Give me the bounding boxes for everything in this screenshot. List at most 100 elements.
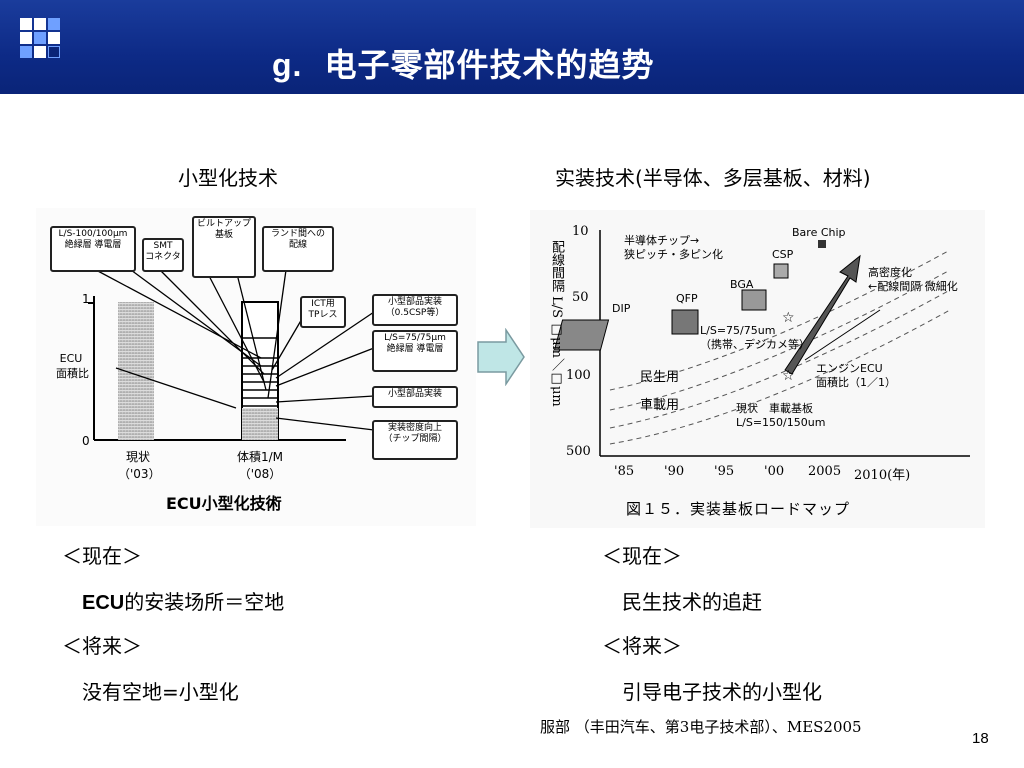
- page-number: 18: [972, 730, 989, 747]
- ict-box: ICT用 TPレス: [300, 296, 346, 328]
- left-now-heading: ＜现在＞: [62, 544, 142, 568]
- bare-chip-label: Bare Chip: [792, 226, 846, 239]
- x-label-future: 体積1/M （'08）: [224, 448, 296, 482]
- engine-ecu-line2: 面積比（1／1）: [816, 376, 896, 389]
- ls-75-box: L/S=75/75μm 絶緑層 導電層: [372, 330, 458, 372]
- left-future-text: 没有空地=小型化: [82, 680, 239, 704]
- svg-text:☆: ☆: [782, 368, 795, 384]
- ecu-bold-text: ECU: [82, 592, 125, 614]
- left-figure-caption: ECU小型化技術: [166, 494, 282, 513]
- semiconductor-chip-note: 半導体チップ→ 狭ピッチ・多ピン化: [624, 234, 723, 262]
- ecu-miniaturization-figure: L/S-100/100μm 絶緑層 導電層 SMT コネクタ ビルトアップ 基板…: [36, 208, 476, 526]
- roadmap-x-tick-85: '85: [614, 464, 635, 479]
- engine-ecu-note: エンジンECU 面積比（1／1）: [816, 362, 896, 390]
- slide-title-text: 电子零部件技术的趋势: [324, 46, 655, 84]
- high-density-line1: 高密度化: [868, 266, 912, 279]
- ict-label: ICT用: [311, 299, 335, 309]
- y-axis-label-line1: ECU: [59, 352, 83, 365]
- left-now-text: ECU的安装场所＝空地: [82, 586, 284, 615]
- land-label: ランド間への: [270, 229, 325, 239]
- small-parts-label: 小型部品実装: [387, 389, 442, 399]
- ecu-chart-graphics: [88, 269, 375, 441]
- right-now-text: 民生技术的追赶: [622, 590, 762, 614]
- buildup-label: ビルトアップ: [196, 219, 251, 229]
- left-column-title: 小型化技术: [178, 166, 278, 190]
- svg-text:☆: ☆: [782, 310, 795, 326]
- roadmap-y-tick-500: 500: [566, 444, 591, 459]
- x-label-now-line2: （'03）: [118, 467, 161, 481]
- source-citation: 服部 （丰田汽车、第3电子技术部）、MES2005: [540, 716, 862, 737]
- ls-75-note-line1: L/S=75/75um: [700, 324, 776, 337]
- x-label-now-line1: 現状: [125, 450, 150, 464]
- density-box: 実装密度向上 （チップ間隔）: [372, 420, 458, 460]
- semi-chip-line2: 狭ピッチ・多ピン化: [624, 248, 723, 261]
- roadmap-x-tick-00: '00: [764, 464, 785, 479]
- roadmap-y-tick-50: 50: [572, 290, 589, 305]
- roadmap-figure: ☆ ☆ 配線間隔 L/S □μm／□μm 10 50 100 500 '85 '…: [530, 210, 985, 528]
- land-wiring-box: ランド間への 配線: [262, 226, 334, 272]
- ls-100-layers-label: 絶緑層 導電層: [64, 240, 122, 250]
- smt-label: SMT: [153, 241, 173, 251]
- ls-100-label: L/S-100/100μm: [58, 229, 128, 239]
- roadmap-y-tick-10: 10: [572, 224, 589, 239]
- automotive-label: 車載用: [640, 398, 680, 413]
- ls-75-label: L/S=75/75μm: [384, 333, 446, 343]
- roadmap-x-tick-90: '90: [664, 464, 685, 479]
- roadmap-y-axis-label: 配線間隔 L/S □μm／□μm: [549, 240, 564, 407]
- smt-connector-box: SMT コネクタ: [142, 238, 184, 272]
- engine-ecu-line1: エンジンECU: [816, 362, 883, 375]
- bga-label: BGA: [730, 278, 754, 291]
- small-parts-box: 小型部品実装: [372, 386, 458, 408]
- roadmap-x-tick-95: '95: [714, 464, 735, 479]
- chip-gap-label: （チップ間隔）: [383, 434, 447, 444]
- ls-75-layers-label: 絶緑層 導電層: [386, 344, 444, 354]
- csp-label: （0.5CSP等）: [385, 308, 445, 318]
- buildup-board-box: ビルトアップ 基板: [192, 216, 256, 278]
- right-future-text: 引导电子技术的小型化: [622, 680, 822, 704]
- high-density-note: 高密度化 ←配線間隔 微細化: [868, 266, 958, 294]
- slide-title: g. 电子零部件技术的趋势: [272, 40, 654, 86]
- wiring-label: 配線: [288, 240, 307, 250]
- roadmap-x-tick-2010: 2010(年): [854, 468, 911, 483]
- y-axis-label: ECU 面積比: [56, 352, 89, 381]
- ls-75-note-line2: （携帯、デジカメ等）: [700, 338, 810, 351]
- tp-label: TPレス: [308, 310, 338, 320]
- source-affiliation: （丰田汽车、第3电子技术部）、MES2005: [574, 718, 862, 736]
- roadmap-chart-graphics: ☆ ☆: [553, 230, 970, 457]
- left-now-text-rest: 的安装场所＝空地: [124, 590, 285, 614]
- qfp-label: QFP: [676, 292, 698, 305]
- right-now-heading: ＜现在＞: [602, 544, 682, 568]
- x-label-future-line2: （'08）: [238, 467, 282, 481]
- roadmap-x-tick-2005: 2005: [808, 464, 842, 479]
- right-future-heading: ＜将来＞: [602, 634, 682, 658]
- current-board-line1: 現状 車載基板: [736, 402, 813, 415]
- x-label-future-line1: 体積1/M: [236, 450, 284, 464]
- dip-label: DIP: [612, 302, 631, 315]
- y-tick-top: 1: [82, 292, 90, 306]
- title-bar: g. 电子零部件技术的趋势: [0, 0, 1024, 94]
- left-future-heading: ＜将来＞: [62, 634, 142, 658]
- slide-title-letter: g.: [272, 47, 303, 83]
- y-tick-bottom: 0: [82, 434, 90, 448]
- roadmap-caption: 図１５．実装基板ロードマップ: [626, 500, 851, 518]
- ls-75-note: L/S=75/75um （携帯、デジカメ等）: [700, 324, 810, 352]
- logo-squares-icon: [20, 18, 76, 74]
- current-board-note: 現状 車載基板 L/S=150/150um: [736, 402, 825, 430]
- high-density-line2: ←配線間隔 微細化: [868, 280, 958, 293]
- small-parts-csp-box: 小型部品実装 （0.5CSP等）: [372, 294, 458, 326]
- density-label: 実装密度向上: [387, 423, 442, 433]
- source-author: 服部: [540, 718, 571, 736]
- consumer-label: 民生用: [640, 370, 680, 385]
- board-label: 基板: [214, 230, 233, 240]
- semi-chip-line1: 半導体チップ→: [624, 234, 700, 247]
- x-label-now: 現状 （'03）: [118, 448, 161, 482]
- connector-label: コネクタ: [145, 252, 181, 262]
- y-axis-label-line2: 面積比: [56, 367, 89, 380]
- csp-label: CSP: [772, 248, 794, 261]
- right-arrow-icon: [477, 328, 525, 386]
- current-board-line2: L/S=150/150um: [736, 416, 826, 429]
- small-parts-csp-label: 小型部品実装: [387, 297, 442, 307]
- right-column-title: 实装技术(半导体、多层基板、材料): [555, 166, 871, 190]
- ls-100-box: L/S-100/100μm 絶緑層 導電層: [50, 226, 136, 272]
- roadmap-y-tick-100: 100: [566, 368, 591, 383]
